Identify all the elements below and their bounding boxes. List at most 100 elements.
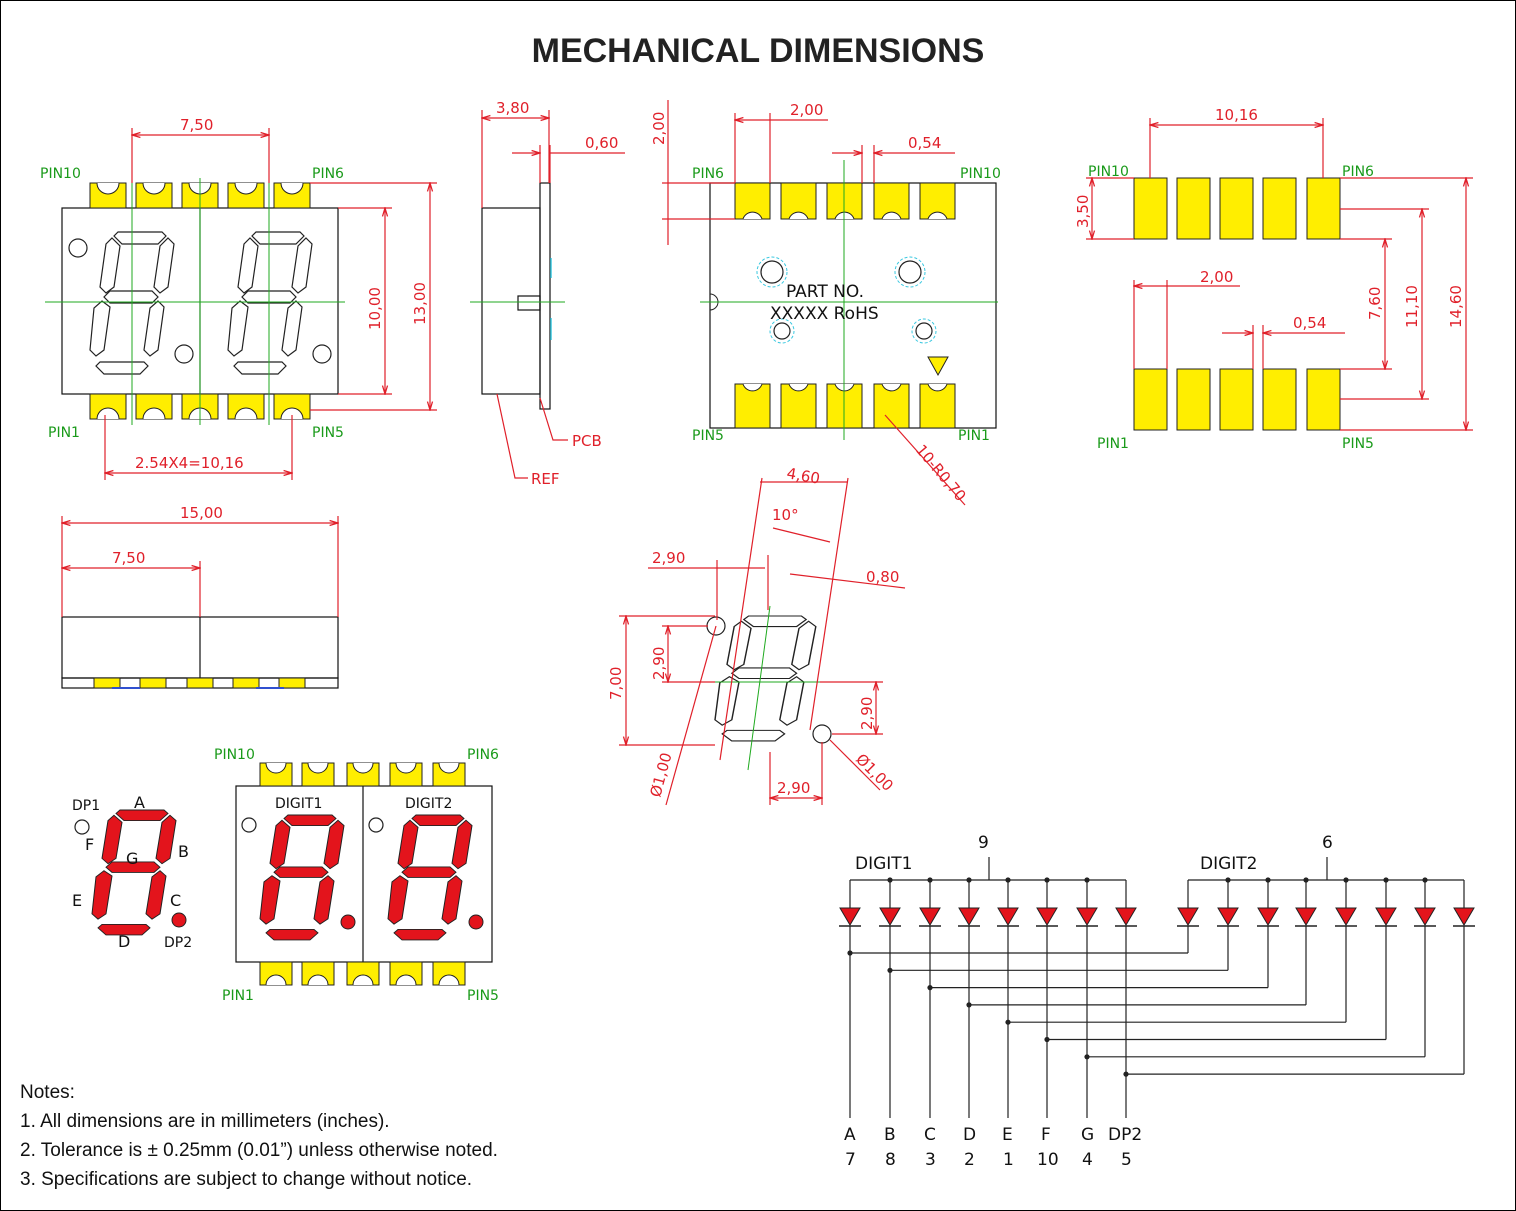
circuit-digit2-label: DIGIT2 [1200, 854, 1258, 874]
dimension-label: 2,90 [777, 779, 810, 797]
dimension-label: 15,00 [180, 504, 223, 522]
dimension-label: 7,60 [1366, 287, 1384, 320]
dimension-label: 2,90 [652, 549, 685, 567]
back-top-pads [734, 182, 956, 220]
pin-label: PIN5 [467, 988, 499, 1004]
segment-label-b: B [178, 842, 189, 861]
dimension-label: 7,00 [607, 667, 625, 700]
junction-dot [1005, 1019, 1011, 1025]
led-diode [1076, 907, 1098, 926]
note-item: 1. All dimensions are in millimeters (in… [20, 1111, 390, 1132]
junction-dot [1084, 1054, 1090, 1060]
led-diode [1036, 907, 1058, 926]
led-diode [958, 907, 980, 926]
notes: Notes: 1. All dimensions are in millimet… [20, 1078, 498, 1194]
side-view: 3,80 0,60 PCB REF [470, 99, 625, 488]
junction-dot [1044, 877, 1050, 883]
digit-detail: 4,60 10° 2,90 0,80 7,00 2,90 2,90 2,90 Ø… [607, 464, 906, 806]
circuit-segment-label: G [1081, 1125, 1094, 1145]
dimension-label: 13,00 [411, 282, 429, 325]
segment-label-c: C [170, 891, 181, 910]
back-view: PART NO. XXXXX RoHS PIN6 PIN10 PIN5 PIN1… [650, 100, 1001, 506]
label-pcb: PCB [572, 432, 602, 450]
led-diode [919, 907, 941, 926]
junction-dot [966, 877, 972, 883]
dimension-label: 10,00 [366, 287, 384, 330]
part-number-label: PART NO. [786, 282, 864, 302]
circuit-pin-number: 3 [925, 1150, 936, 1170]
label-ref: REF [531, 470, 560, 488]
bottom-view: 15,00 7,50 [62, 504, 338, 689]
pin-label: PIN5 [692, 428, 724, 444]
led-diode [1217, 907, 1239, 926]
led-diode [1335, 907, 1357, 926]
junction-dot [966, 1002, 972, 1008]
color-view: DIGIT1 DIGIT2 PIN10 PIN6 PIN1 PIN5 [214, 747, 499, 1004]
circuit-digit2-pin: 6 [1322, 833, 1333, 853]
dimension-label: 7,50 [180, 116, 213, 134]
front-top-pads [89, 182, 311, 209]
pin-label: PIN6 [467, 747, 499, 763]
dimension-label: 14,60 [1447, 285, 1465, 328]
pin-label: PIN10 [214, 747, 255, 763]
pin-label: PIN6 [312, 166, 344, 182]
led-diode [1115, 907, 1137, 926]
dimension-label: 0,60 [585, 134, 618, 152]
circuit-pin-number: 2 [964, 1150, 975, 1170]
digit1-label: DIGIT1 [275, 796, 322, 812]
junction-dot [1084, 877, 1090, 883]
junction-dot [1303, 877, 1309, 883]
junction-dot [847, 950, 853, 956]
pin-label: PIN5 [1342, 436, 1374, 452]
junction-dot [1383, 877, 1389, 883]
led-diode [879, 907, 901, 926]
dimension-label: 2,00 [1200, 268, 1233, 286]
junction-dot [927, 985, 933, 991]
pin-label: PIN1 [48, 425, 80, 441]
dimension-label: 0,54 [1293, 314, 1326, 332]
segment-map: DP1 A B C D E F G DP2 [72, 793, 192, 951]
circuit-pin-number: 5 [1121, 1150, 1132, 1170]
junction-dot [1343, 877, 1349, 883]
circuit-pin-number: 4 [1082, 1150, 1093, 1170]
led-diode [839, 907, 861, 926]
junction-dot [1422, 877, 1428, 883]
junction-dot [1005, 877, 1011, 883]
junction-dot [1044, 1036, 1050, 1043]
pin-label: PIN1 [1097, 436, 1129, 452]
circuit-digit1-label: DIGIT1 [855, 854, 913, 874]
junction-dot [927, 877, 933, 883]
led-diode [1375, 907, 1397, 926]
segment-label-dp1: DP1 [72, 798, 100, 814]
dimension-label: 10° [772, 506, 799, 524]
dimension-label: 2,00 [650, 112, 668, 145]
led-diode [1295, 907, 1317, 926]
pin-label: PIN1 [222, 988, 254, 1004]
junction-dot [887, 877, 893, 883]
junction-dot [1265, 877, 1271, 883]
segment-label-e: E [72, 891, 82, 910]
note-item: 3. Specifications are subject to change … [20, 1169, 473, 1190]
circuit-segment-label: A [844, 1125, 856, 1145]
dimension-label: 2,90 [858, 697, 876, 730]
circuit-segment-label: E [1002, 1125, 1013, 1145]
pin-label: PIN6 [692, 166, 724, 182]
circuit-pin-number: 8 [885, 1150, 896, 1170]
led-diode [1414, 907, 1436, 926]
circuit-segment-label: D [963, 1125, 976, 1145]
pin-label: PIN5 [312, 425, 344, 441]
dimension-label: 11,10 [1403, 285, 1421, 328]
dimension-label: Ø1,00 [852, 750, 897, 795]
segment-label-d: D [118, 932, 130, 951]
rohs-label: XXXXX RoHS [770, 304, 879, 324]
circuit-pin-number: 1 [1003, 1150, 1014, 1170]
dimension-label: 3,80 [496, 99, 529, 117]
junction-dot [1225, 877, 1231, 883]
segment-label-a: A [134, 793, 145, 812]
circuit-pin-number: 10 [1037, 1150, 1059, 1170]
dimension-label: 0,80 [866, 568, 899, 586]
note-item: 2. Tolerance is ± 0.25mm (0.01”) unless … [20, 1140, 498, 1161]
led-diode [1257, 907, 1279, 926]
